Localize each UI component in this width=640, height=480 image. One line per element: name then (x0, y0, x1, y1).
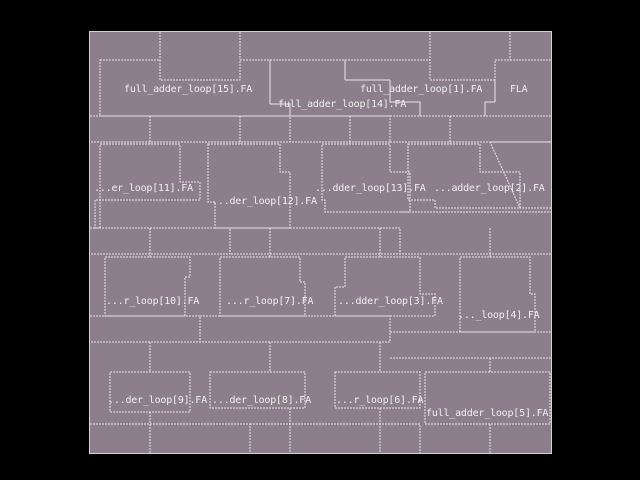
cell-outline (321, 143, 411, 213)
cell-outline (109, 371, 191, 413)
cell-outline (90, 315, 201, 343)
cell-outline (90, 115, 291, 143)
block-label[interactable]: full_adder_loop[1].FA (360, 84, 483, 95)
cell-outline (390, 115, 551, 143)
block-label[interactable]: ...r_loop[10].FA (106, 296, 200, 307)
routing-lines (149, 408, 491, 453)
cell-outline (424, 371, 551, 425)
routing-lines (149, 116, 451, 144)
cell-outline (200, 315, 391, 343)
cell-outline (390, 331, 551, 359)
block-label[interactable]: ..._loop[4].FA (458, 310, 540, 321)
routing-lines (159, 32, 511, 60)
cell-outline (489, 141, 551, 209)
block-label[interactable]: full_adder_loop[5].FA (426, 408, 549, 419)
cell-outline (90, 227, 231, 255)
cell-outline (334, 256, 436, 317)
block-label[interactable]: full_adder_loop[15].FA (124, 84, 253, 95)
cell-outline (207, 143, 291, 229)
cell-outline (400, 211, 551, 255)
cell-outline (290, 115, 391, 143)
block-label[interactable]: ...der_loop[9].FA (108, 395, 207, 406)
block-label[interactable]: FLA (510, 84, 528, 95)
cell-outline (407, 143, 521, 209)
block-label[interactable]: ...er_loop[11].FA (94, 183, 193, 194)
block-label[interactable]: ...r_loop[6].FA (336, 395, 424, 406)
block-label[interactable]: ...dder_loop[13].FA (315, 183, 426, 194)
routing-lines (149, 228, 491, 257)
routing-lines (149, 342, 491, 372)
cell-outline-grid (90, 32, 551, 453)
cell-outline (94, 143, 201, 229)
die-area[interactable]: full_adder_loop[15].FA full_adder_loop[1… (89, 31, 552, 454)
block-label[interactable]: ...dder_loop[3].FA (338, 296, 443, 307)
block-label[interactable]: ...der_loop[12].FA (212, 196, 317, 207)
cell-outline (334, 371, 421, 409)
cell-outline (209, 371, 306, 409)
cell-outline (230, 227, 401, 255)
cell-outline (250, 423, 421, 453)
block-label[interactable]: ...adder_loop[2].FA (434, 183, 545, 194)
cell-outline (90, 423, 251, 453)
block-label[interactable]: ...r_loop[7].FA (226, 296, 314, 307)
block-label[interactable]: ...der_loop[8].FA (212, 395, 311, 406)
block-label[interactable]: full_adder_loop[14].FA (278, 99, 407, 110)
